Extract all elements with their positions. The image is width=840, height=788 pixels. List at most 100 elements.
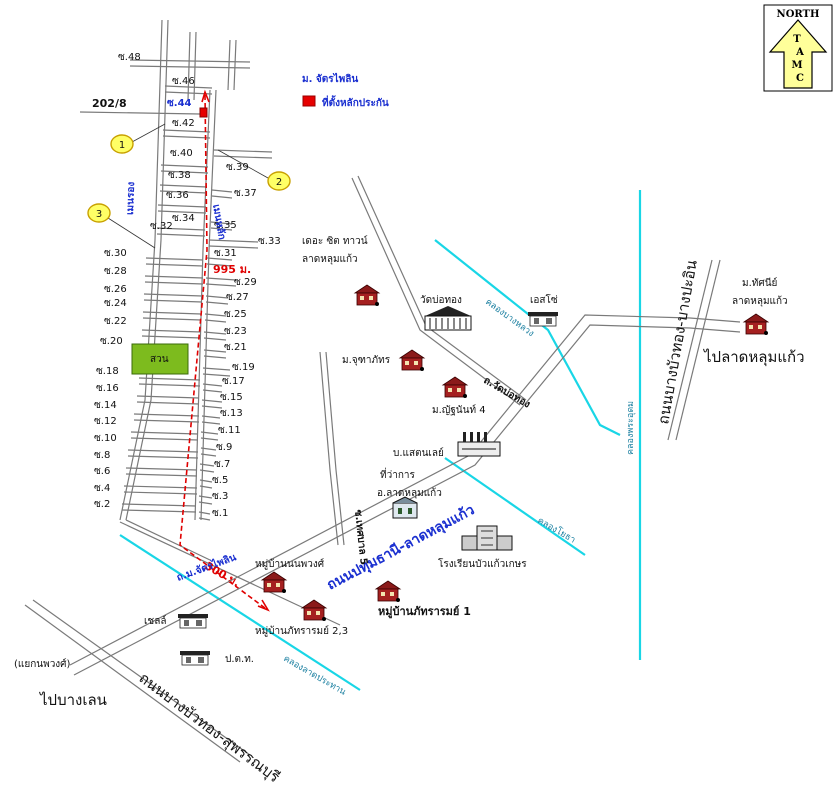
svg-text:ซ.32: ซ.32 [150,221,173,232]
canal-bang-luang [434,239,621,436]
distance-north-label: 995 ม. [213,263,251,276]
place-m-thatnee-2: ลาดหลุมแก้ว [732,295,788,307]
school-icon [461,525,513,551]
place-m-yanun: ม.ญัฐนันท์ 4 [432,404,486,416]
svg-text:ซ.15: ซ.15 [220,392,243,403]
place-school: โรงเรียนบัวแก้วเกษร [438,557,527,570]
svg-text:ซ.26: ซ.26 [104,284,127,295]
svg-text:ซ.35: ซ.35 [214,220,237,231]
place-m-jutha: ม.จุฑาภัทร [342,355,391,366]
place-district-office-2: อ.ลาดหลุมแก้ว [377,487,442,499]
svg-text:ซ.12: ซ.12 [94,416,117,427]
svg-text:ซ.42: ซ.42 [172,118,195,129]
svg-text:ซ.13: ซ.13 [220,408,243,419]
legend: ม. จัตรไพลิน ที่ตั้งหลักประกัน [302,72,389,109]
esso-station-icon [527,311,559,327]
place-the-city-town-2: ลาดหลุมแก้ว [302,253,358,265]
left-soi-rungs [121,85,213,513]
legend-marker-icon [302,95,316,107]
place-district-office: ที่ว่าการ [380,467,415,481]
svg-text:ซ.11: ซ.11 [218,425,241,436]
street-wat-bo-thong-label: ถ.วัดบ่อทอง [482,374,533,410]
temple-icon [424,306,472,331]
svg-text:ซ.48: ซ.48 [118,52,141,63]
compass-letter-a: A [795,47,804,58]
place-wat-bo-thong: วัดบ่อทอง [420,295,462,306]
house-m-jutha-icon [399,349,425,372]
svg-text:ซ.44: ซ.44 [167,98,192,109]
svg-text:3: 3 [96,209,102,220]
district-office-icon [392,496,418,519]
route-arrowhead-north-icon [201,89,210,103]
spine-top-right [227,39,231,91]
svg-text:ซ.46: ซ.46 [172,76,195,87]
compass-letter-c: C [796,73,804,84]
road-bbt-suphan-a [24,604,241,763]
factory-icon [457,432,501,457]
svg-text:ซ.33: ซ.33 [258,236,281,247]
svg-text:ซ.24: ซ.24 [104,298,127,309]
svg-text:ซ.37: ซ.37 [234,188,257,199]
callout-2: 2 [217,149,291,191]
svg-text:ซ.34: ซ.34 [172,213,195,224]
svg-text:ซ.28: ซ.28 [104,266,127,277]
village-exit-road-b [125,519,211,561]
place-esso: เอสโซ่ [530,293,558,306]
svg-text:ซ.25: ซ.25 [224,309,247,320]
svg-text:ซ.17: ซ.17 [222,376,245,387]
street-main-left: เมนรอง [125,182,137,216]
svg-text:ซ.14: ซ.14 [94,400,117,411]
svg-text:ซ.9: ซ.9 [216,442,232,453]
shell-station-icon [177,613,209,629]
soi-48-road [129,59,251,69]
canal-yothaka [444,457,586,556]
svg-text:ซ.8: ซ.8 [94,450,110,461]
place-m-thatnee: ม.ทัศนีย์ [742,277,777,289]
park-label: สวน [150,354,169,365]
north-arrow-icon [768,19,828,89]
svg-text:ซ.36: ซ.36 [166,190,189,201]
lot-leader-road [79,111,201,115]
park-area [131,343,189,375]
route-arrowhead-south-icon [257,599,270,612]
svg-text:ซ.4: ซ.4 [94,483,110,494]
road-wat-bo-thong-a [351,177,521,406]
left-soi-labels: ซ.48 ซ.46 ซ.44 ซ.42 ซ.40 ซ.38 ซ.36 ซ.34 … [94,52,195,510]
spine-left-inner [125,19,169,521]
legend-marker-label: ที่ตั้งหลักประกัน [322,95,389,109]
svg-text:ซ.22: ซ.22 [104,316,127,327]
place-junction: (แยกนพวงศ์) [14,658,71,670]
road-pathum-b [73,324,741,676]
compass-letter-m: M [791,60,802,71]
road-wat-bo-thong-b [357,175,527,401]
right-soi-rungs [198,149,273,521]
north-compass: NORTH T A M C [763,4,833,92]
road-bbt-bpi-a [667,259,713,441]
street-bbt-suphan-label: ถนนบางบัวทอง-สุพรรณบุรี [135,669,283,787]
svg-text:ซ.23: ซ.23 [224,326,247,337]
house-phattharam-23-icon [301,599,327,622]
svg-text:ซ.1: ซ.1 [212,508,228,519]
svg-text:ซ.27: ซ.27 [226,292,249,303]
road-pathum-a [69,314,741,666]
road-thetsaban-5-b [325,351,345,546]
canal-bang-luang-label: คลองบางหลวง [483,297,535,339]
svg-text:ซ.29: ซ.29 [234,277,257,288]
svg-text:ซ.3: ซ.3 [212,491,228,502]
place-b-standard: บ.แสตนเลย์ [393,447,444,459]
house-the-city-town-icon [354,284,380,307]
major-roads [24,175,741,763]
place-the-city-town: เดอะ ซิต ทาวน์ [302,235,368,247]
svg-text:ซ.38: ซ.38 [168,170,191,181]
svg-text:ซ.5: ซ.5 [212,475,228,486]
svg-text:ซ.40: ซ.40 [170,148,193,159]
right-soi-labels: ซ.39 ซ.37 ซ.35 ซ.33 ซ.31 ซ.29 ซ.27 ซ.25 … [212,162,281,519]
place-ptt: ป.ต.ท. [225,654,254,665]
place-mu-ban-nonphong: หมู่บ้านนนพวงศ์ [255,558,325,570]
house-m-thatnee-icon [743,313,769,336]
spine-right-outer [194,89,211,521]
svg-text:2: 2 [276,177,282,188]
ptt-station-icon [179,650,211,666]
canals [119,190,642,691]
